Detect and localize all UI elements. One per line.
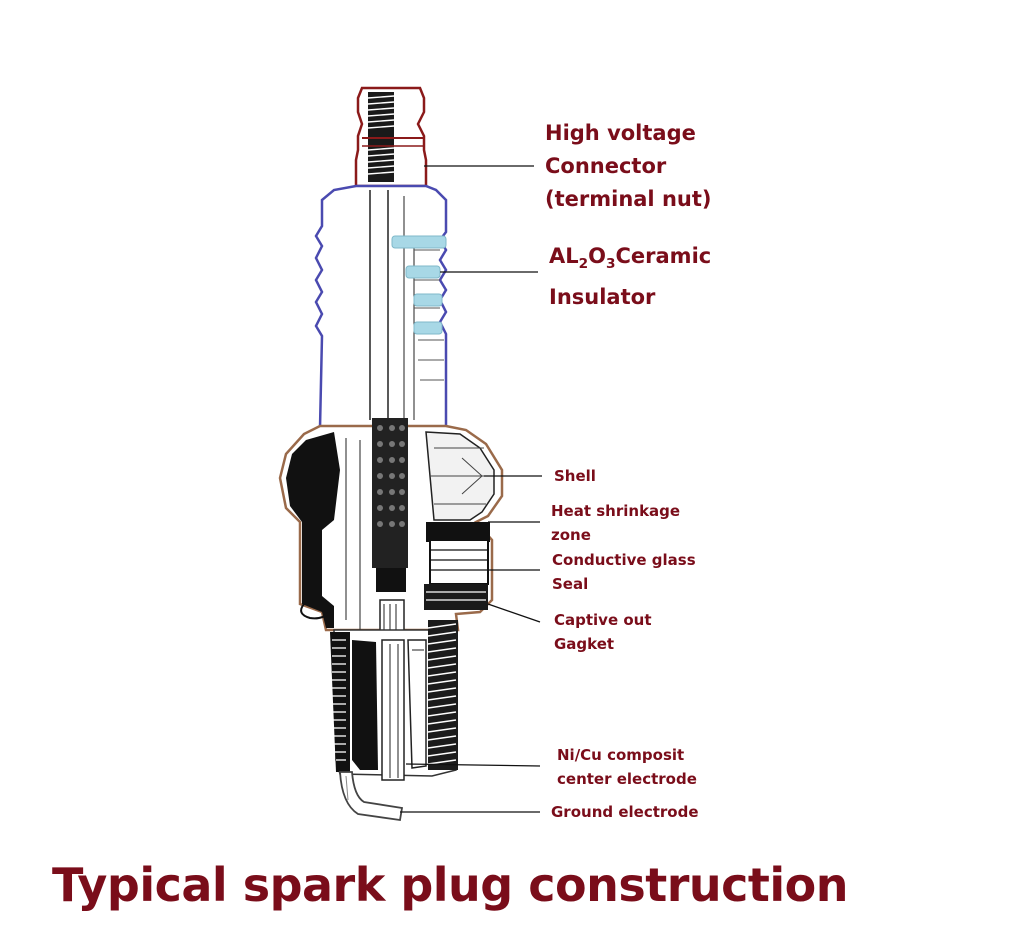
label-line: (terminal nut) — [545, 187, 712, 211]
label-line: Captive out — [554, 611, 652, 629]
terminal-nut — [354, 86, 428, 188]
label-line: center electrode — [557, 770, 697, 788]
label-line: Conductive glass — [552, 551, 696, 569]
label-line: Connector — [545, 154, 667, 178]
label-line: Gagket — [554, 635, 615, 653]
label-line: AL2O3Ceramic — [549, 244, 712, 272]
diagram-title: Typical spark plug construction — [52, 858, 849, 912]
label-conductive-glass-seal: Conductive glass Seal — [552, 548, 696, 596]
label-line: High voltage — [545, 121, 696, 145]
label-line: Heat shrinkage — [551, 502, 681, 520]
label-shell: Shell — [554, 467, 596, 485]
label-heat-shrinkage-zone: Heat shrinkage zone — [551, 499, 680, 547]
ceramic-insulator — [314, 184, 448, 430]
label-ceramic-insulator: AL2O3Ceramic Insulator — [549, 240, 711, 314]
label-line: Ni/Cu composit — [557, 746, 685, 764]
resistor-core — [372, 418, 408, 641]
label-captive-gasket: Captive out Gagket — [554, 608, 652, 656]
leader-lines — [400, 165, 542, 813]
label-ground-electrode: Ground electrode — [551, 803, 699, 821]
label-line: Seal — [552, 575, 589, 593]
label-line: zone — [551, 526, 591, 544]
label-line: Insulator — [549, 284, 656, 309]
label-center-electrode: Ni/Cu composit center electrode — [557, 743, 697, 791]
ground-electrode — [339, 771, 404, 822]
threaded-body — [330, 620, 458, 781]
label-high-voltage-connector: High voltage Connector (terminal nut) — [545, 117, 711, 216]
